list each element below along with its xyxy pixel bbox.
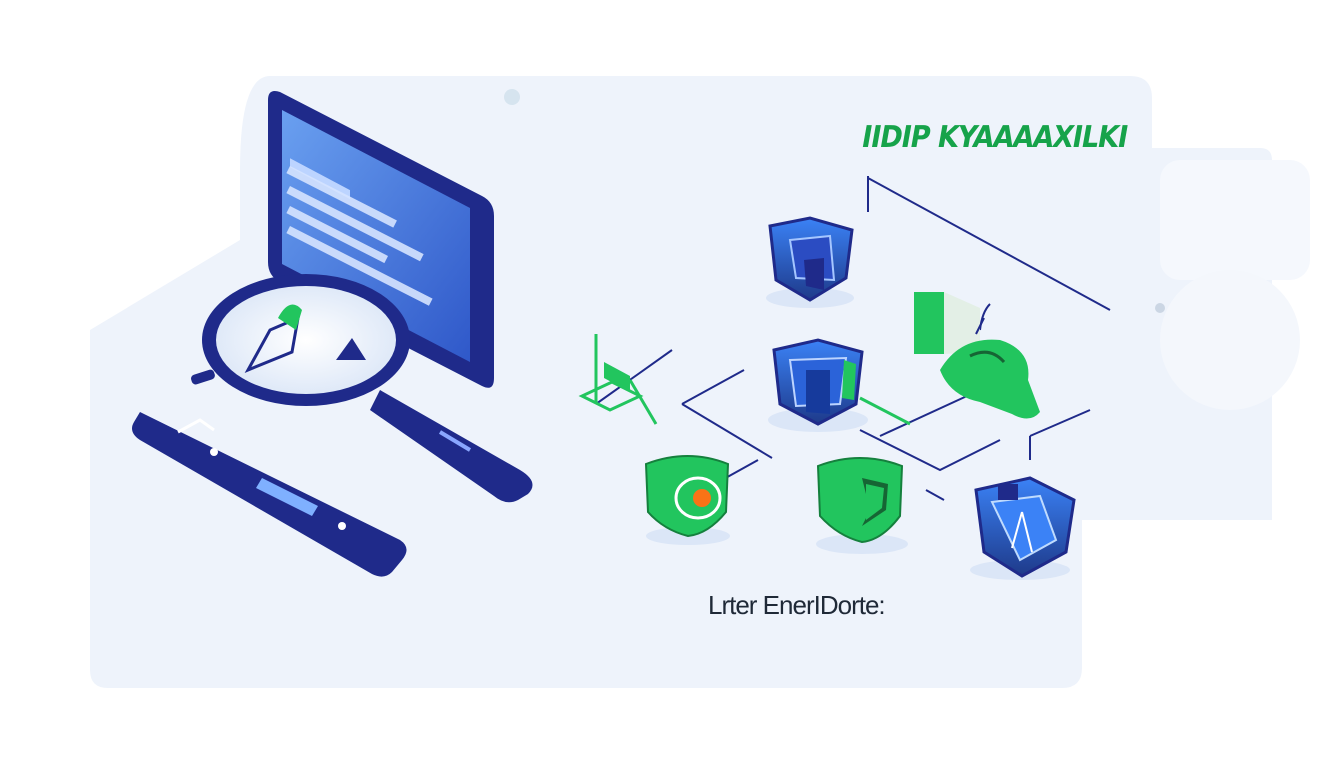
user-figure-icon	[914, 292, 1040, 419]
network-lines	[595, 176, 1111, 501]
shield-icon-green-middle	[816, 457, 908, 554]
keyboard-device-icon	[132, 412, 407, 577]
illustration-heading: IIDIP KYAAAAXILKI	[859, 120, 1131, 155]
flag-icon	[578, 334, 658, 425]
shield-icon-top	[766, 216, 854, 308]
illustration-caption: Lrter EnerIDorte:	[708, 590, 886, 620]
shield-icon-middle	[768, 338, 868, 432]
monitor-icon	[268, 91, 494, 388]
magnifying-glass-icon	[191, 274, 533, 503]
shield-icon-bottom-right	[970, 476, 1076, 580]
shield-icon-green-left	[644, 455, 730, 545]
green-connector-line	[859, 396, 911, 426]
